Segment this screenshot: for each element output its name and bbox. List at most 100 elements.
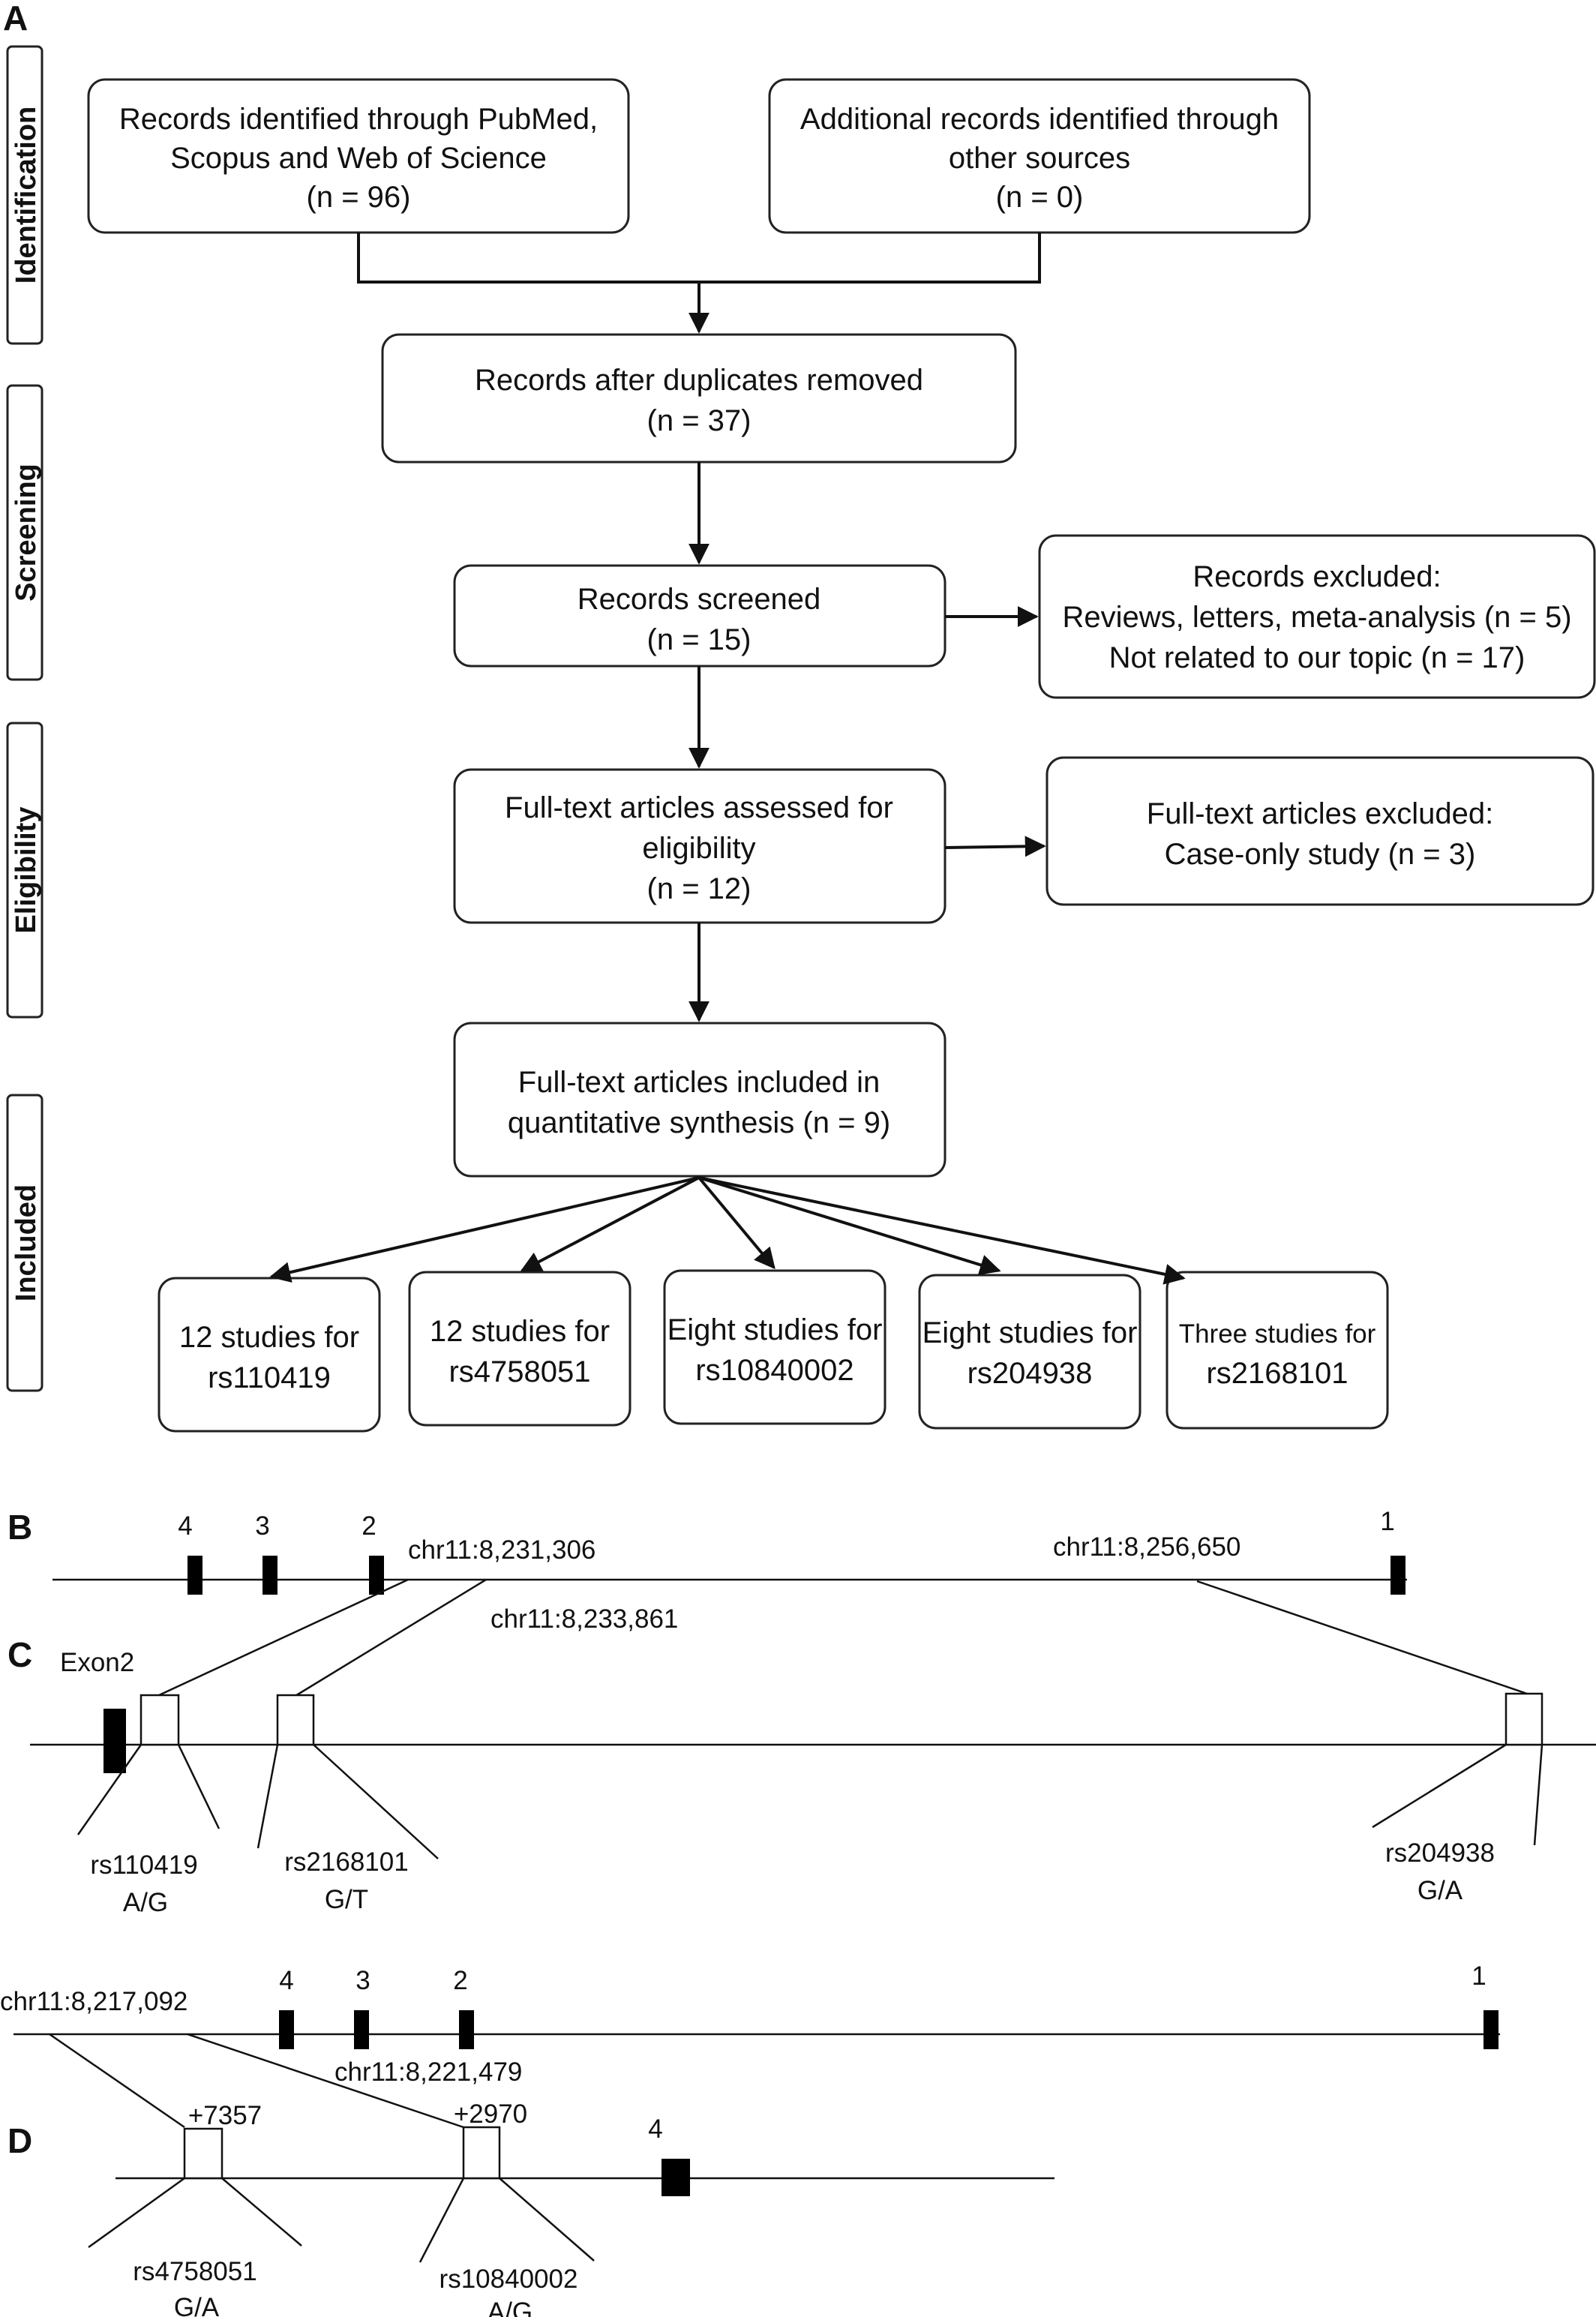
panel-label-d: D — [8, 2121, 32, 2160]
stage-identification: Identification — [6, 45, 44, 345]
box-other-line3: (n = 0) — [996, 181, 1084, 214]
snp-id: rs2168101 — [284, 1847, 408, 1877]
stage-identification-label: Identification — [10, 107, 42, 284]
exon-number: 4 — [648, 2114, 662, 2144]
exon-number: 2 — [453, 1966, 467, 1995]
study-box: 12 studies for rs4758051 — [408, 1271, 632, 1427]
snp-allele: G/T — [325, 1885, 368, 1914]
position-label: +2970 — [454, 2099, 527, 2129]
box-pubmed-records: Records identified through PubMed, Scopu… — [87, 78, 630, 234]
snp-id: rs4758051 — [133, 2257, 256, 2286]
exon-number: 4 — [178, 1511, 192, 1541]
snp-id: rs110419 — [90, 1850, 197, 1880]
study-box-line1: Three studies for — [1179, 1319, 1376, 1349]
exon-mark — [354, 2010, 369, 2049]
study-box-line1: 12 studies for — [430, 1315, 610, 1348]
snp-box — [140, 1694, 180, 1746]
snp-id: rs204938 — [1385, 1838, 1495, 1868]
gene-d-overview-track: 4 3 2 1 chr11:8,217,092 chr11:8,221,479 — [0, 1961, 1500, 2129]
study-box-line2: rs4758051 — [448, 1355, 590, 1388]
box-fulltext-line3: (n = 12) — [647, 872, 752, 905]
box-excluded-line2: Reviews, letters, meta-analysis (n = 5) — [1062, 601, 1571, 634]
stage-screening: Screening — [6, 384, 44, 681]
panel-label-c: C — [8, 1635, 32, 1674]
stage-screening-label: Screening — [10, 464, 42, 602]
stage-included-label: Included — [10, 1184, 42, 1301]
gene-d-track: +7357 +2970 4 rs4758051 G/A rs10840002 A… — [88, 2099, 1054, 2317]
exon-mark — [1390, 1556, 1406, 1595]
snp-box — [183, 2127, 224, 2180]
box-pubmed-line3: (n = 96) — [307, 181, 411, 214]
exon-number: 2 — [362, 1511, 376, 1541]
box-fulltext-excluded: Full-text articles excluded: Case-only s… — [1046, 756, 1594, 906]
box-records-excluded: Records excluded: Reviews, letters, meta… — [1038, 534, 1596, 699]
exon-mark — [662, 2159, 690, 2196]
box-excluded-line3: Not related to our topic (n = 17) — [1109, 641, 1526, 674]
snp-box — [276, 1694, 315, 1746]
coordinate-label: chr11:8,221,479 — [334, 2057, 522, 2087]
study-box: 12 studies for rs110419 — [158, 1277, 381, 1433]
box-excluded-line1: Records excluded: — [1192, 560, 1441, 593]
study-box-line2: rs110419 — [208, 1361, 331, 1394]
box-ftexcluded-line1: Full-text articles excluded: — [1147, 797, 1493, 830]
flow-connectors — [269, 233, 1186, 1285]
snp-box — [1504, 1692, 1544, 1746]
exon-mark — [104, 1709, 126, 1773]
box-other-line1: Additional records identified through — [800, 103, 1279, 136]
box-screened-line2: (n = 15) — [647, 623, 752, 656]
study-box-line2: rs204938 — [968, 1357, 1093, 1390]
panel-label-b: B — [8, 1508, 32, 1547]
box-fulltext-line2: eligibility — [642, 832, 755, 865]
coordinate-label: chr11:8,217,092 — [0, 1987, 188, 2016]
snp-allele: A/G — [123, 1888, 168, 1917]
study-box-line1: 12 studies for — [179, 1321, 359, 1354]
box-pubmed-line2: Scopus and Web of Science — [170, 142, 547, 175]
stage-eligibility: Eligibility — [6, 722, 44, 1019]
exon-number: 1 — [1380, 1507, 1394, 1536]
gene-b-track: 4 3 2 1 chr11:8,231,306 chr11:8,233,861 … — [52, 1507, 1528, 1698]
panel-label-a: A — [3, 0, 28, 38]
box-screened-line1: Records screened — [578, 583, 821, 616]
box-included: Full-text articles included in quantitat… — [453, 1022, 946, 1178]
exon-mark — [279, 2010, 294, 2049]
box-dedup: Records after duplicates removed (n = 37… — [381, 333, 1017, 464]
exon-mark — [369, 1556, 384, 1595]
exon-mark — [188, 1556, 202, 1595]
exon-number: 1 — [1472, 1961, 1486, 1991]
box-dedup-line2: (n = 37) — [647, 404, 752, 437]
exon-mark — [459, 2010, 474, 2049]
snp-allele: G/A — [174, 2293, 220, 2317]
position-label: +7357 — [188, 2101, 262, 2130]
study-box-line2: rs2168101 — [1206, 1357, 1348, 1390]
study-box: Eight studies for rs10840002 — [663, 1269, 886, 1425]
exon-mark — [1484, 2010, 1498, 2049]
coordinate-label: chr11:8,231,306 — [408, 1535, 596, 1565]
coordinate-label: chr11:8,233,861 — [490, 1604, 678, 1634]
box-included-line2: quantitative synthesis (n = 9) — [508, 1106, 890, 1139]
box-included-line1: Full-text articles included in — [518, 1066, 880, 1099]
exon-number: 4 — [279, 1966, 293, 1995]
study-box: Three studies for rs2168101 — [1166, 1271, 1389, 1430]
box-fulltext-line1: Full-text articles assessed for — [505, 791, 893, 824]
study-box-line1: Eight studies for — [668, 1313, 883, 1346]
study-box-line2: rs10840002 — [695, 1354, 854, 1387]
box-other-line2: other sources — [949, 142, 1130, 175]
study-box-line1: Eight studies for — [922, 1316, 1138, 1349]
coordinate-label: chr11:8,256,650 — [1053, 1532, 1240, 1562]
box-fulltext-assessed: Full-text articles assessed for eligibil… — [453, 768, 946, 924]
box-screened: Records screened (n = 15) — [453, 564, 946, 668]
snp-id: rs10840002 — [440, 2264, 578, 2294]
exon-number: 3 — [356, 1966, 370, 1995]
snp-box — [462, 2126, 501, 2180]
box-pubmed-line1: Records identified through PubMed, — [119, 103, 598, 136]
exon-mark — [262, 1556, 278, 1595]
snp-allele: A/G — [488, 2297, 532, 2317]
box-ftexcluded-line2: Case-only study (n = 3) — [1165, 838, 1476, 871]
study-box: Eight studies for rs204938 — [918, 1274, 1142, 1430]
box-dedup-line1: Records after duplicates removed — [475, 364, 923, 397]
snp-allele: G/A — [1418, 1876, 1463, 1905]
stage-included: Included — [6, 1094, 44, 1392]
box-other-records: Additional records identified through ot… — [768, 78, 1311, 234]
gene-c-track: Exon2 rs110419 A/G rs2168101 G/T rs20493… — [30, 1648, 1596, 1917]
